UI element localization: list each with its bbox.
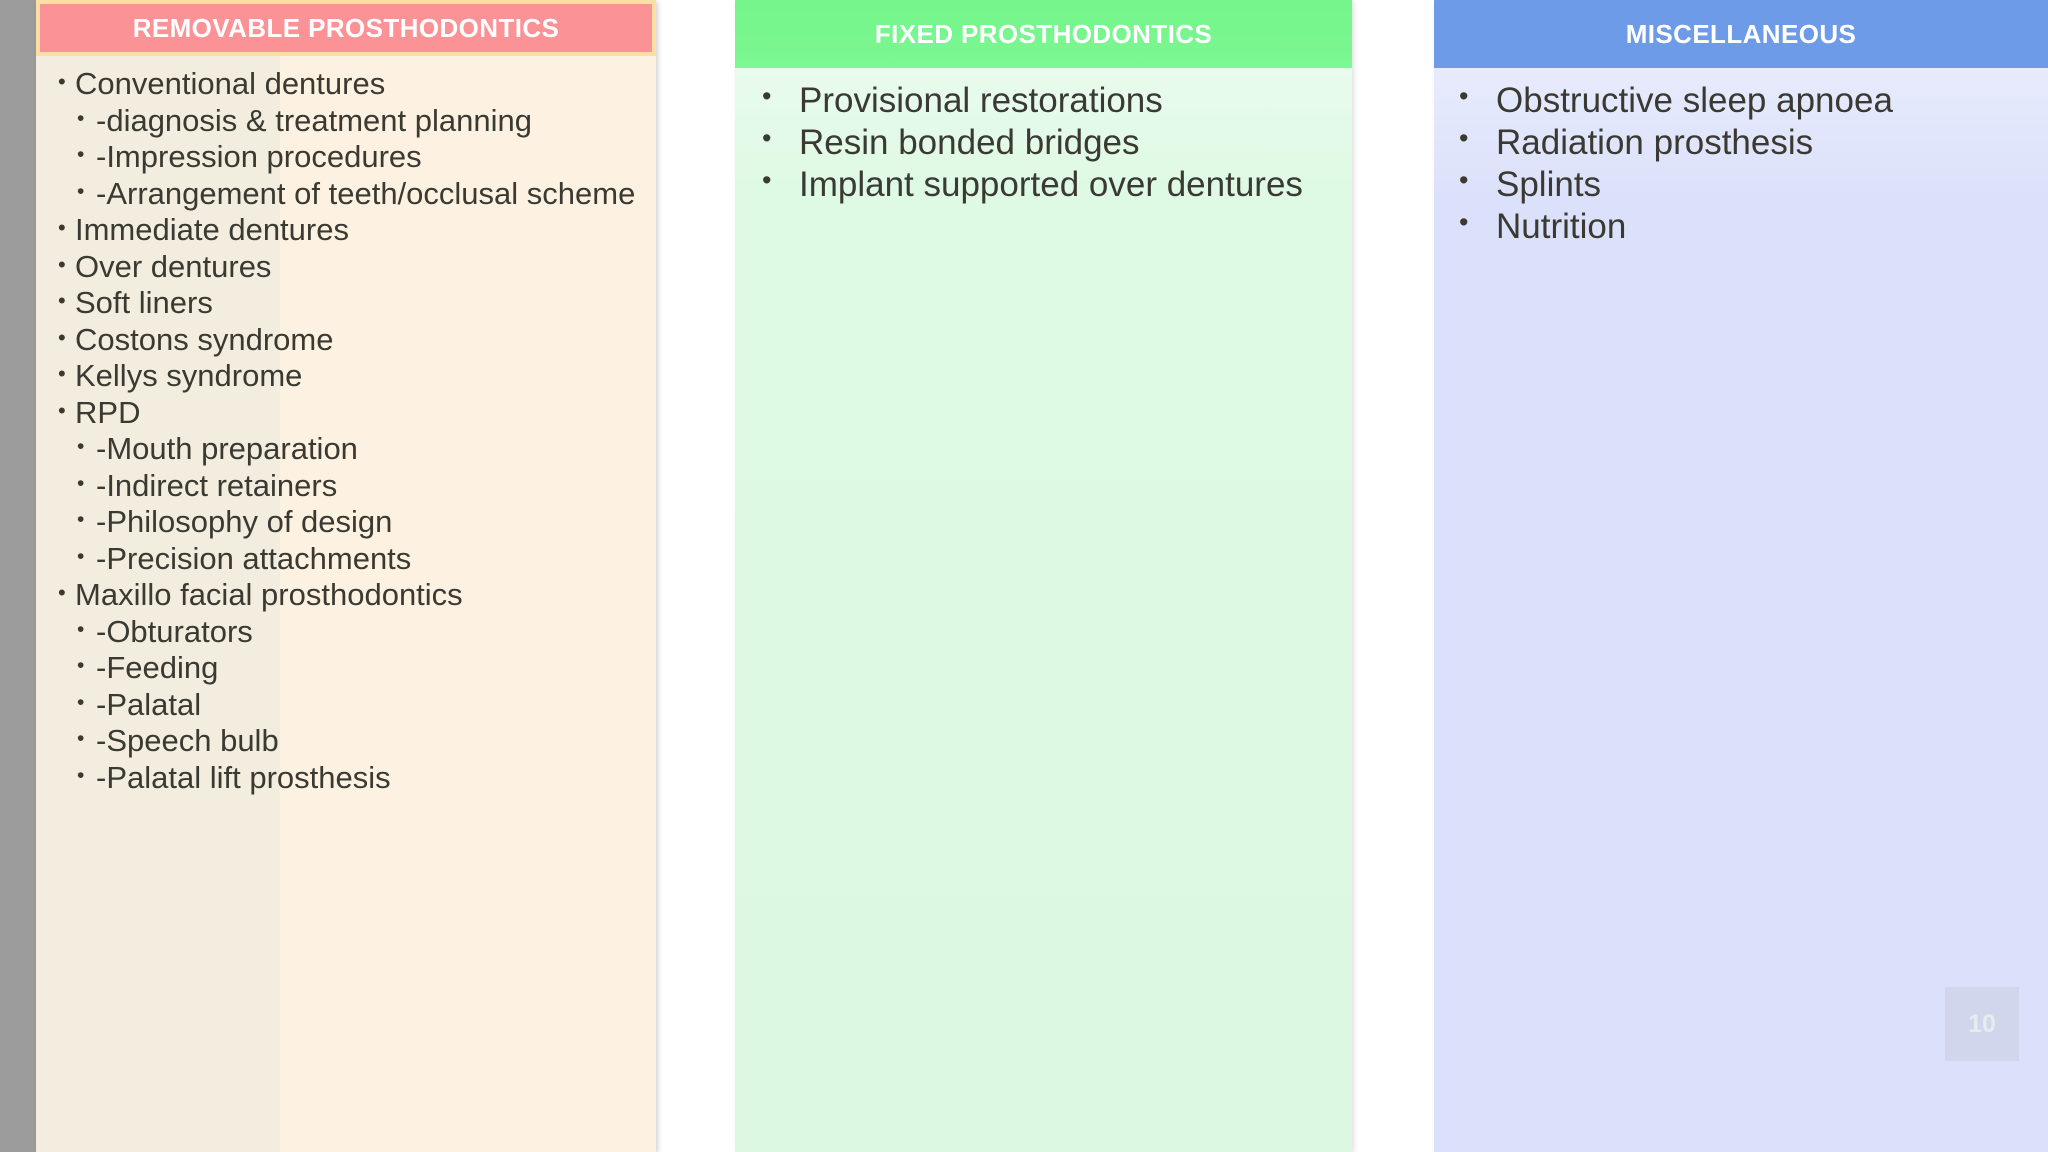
bullet-icon: • — [77, 471, 85, 495]
column-removable-prosthodontics: REMOVABLE PROSTHODONTICS • Conventional … — [36, 0, 656, 1152]
column-miscellaneous-body: • Obstructive sleep apnoea • Radiation p… — [1434, 68, 2048, 1152]
bullet-icon: • — [77, 106, 85, 130]
list-item: • Obstructive sleep apnoea — [1444, 80, 2038, 122]
list-item-label: -Mouth preparation — [96, 431, 358, 466]
list-item: • Conventional dentures — [46, 66, 646, 103]
list-item: • Resin bonded bridges — [745, 122, 1342, 164]
bullet-icon: • — [77, 179, 85, 203]
bullet-icon: • — [77, 435, 85, 458]
bullet-icon: • — [1459, 123, 1469, 153]
list-item-label: Splints — [1496, 165, 1602, 204]
list-item-label: Conventional dentures — [75, 66, 386, 101]
list-item-label: -Impression procedures — [96, 139, 422, 174]
bullet-icon: • — [77, 544, 85, 568]
column-fixed-prosthodontics: FIXED PROSTHODONTICS • Provisional resto… — [735, 0, 1352, 1152]
list-item-label: -Precision attachments — [96, 540, 412, 576]
bullet-icon: • — [762, 165, 772, 195]
list-item-label: Kellys syndrome — [75, 358, 303, 393]
bullet-icon: • — [58, 361, 66, 386]
bullet-icon: • — [58, 397, 66, 423]
page-number: 10 — [1945, 987, 2019, 1061]
list-item-label: Obstructive sleep apnoea — [1496, 81, 1893, 120]
list-item-label: -Palatal lift prosthesis — [96, 759, 391, 795]
list-item: • -Feeding — [46, 650, 646, 687]
list-item: • -Palatal — [46, 687, 646, 724]
list-item: • -Mouth preparation — [46, 431, 646, 468]
list-item: • Maxillo facial prosthodontics — [46, 577, 646, 614]
list-item-label: -Speech bulb — [96, 723, 279, 758]
bullet-icon: • — [58, 251, 66, 277]
list-item: • -Palatal lift prosthesis — [46, 760, 646, 797]
list-item-label: Nutrition — [1496, 207, 1627, 246]
list-item: • -Arrangement of teeth/occlusal scheme — [46, 176, 646, 213]
list-item: • Soft liners — [46, 285, 646, 322]
list-item-label: Costons syndrome — [75, 321, 334, 357]
fixed-list: • Provisional restorations • Resin bonde… — [745, 80, 1342, 206]
list-item: • Costons syndrome — [46, 322, 646, 359]
list-item: • Kellys syndrome — [46, 358, 646, 395]
list-item-label: -Feeding — [96, 650, 219, 685]
bullet-icon: • — [77, 143, 85, 166]
list-item: • -Precision attachments — [46, 541, 646, 578]
bullet-icon: • — [77, 690, 85, 714]
list-item-label: Resin bonded bridges — [799, 123, 1140, 162]
list-item-label: -Indirect retainers — [96, 467, 338, 503]
bullet-icon: • — [58, 324, 66, 350]
bullet-icon: • — [58, 215, 66, 240]
list-item: • -Speech bulb — [46, 723, 646, 760]
list-item: • Splints — [1444, 164, 2038, 206]
column-fixed-body: • Provisional restorations • Resin bonde… — [735, 68, 1352, 1152]
list-item-label: Immediate dentures — [75, 212, 349, 247]
bullet-icon: • — [77, 508, 85, 531]
column-removable-body: • Conventional dentures • -diagnosis & t… — [36, 56, 656, 1152]
bullet-icon: • — [77, 727, 85, 750]
list-item-label: -diagnosis & treatment planning — [96, 102, 532, 138]
list-item-label: Soft liners — [75, 285, 213, 320]
list-item: • -Philosophy of design — [46, 504, 646, 541]
bullet-icon: • — [1459, 207, 1469, 237]
miscellaneous-list: • Obstructive sleep apnoea • Radiation p… — [1444, 80, 2038, 248]
list-item-label: Over dentures — [75, 248, 272, 284]
removable-list: • Conventional dentures • -diagnosis & t… — [46, 66, 646, 796]
list-item: • Over dentures — [46, 249, 646, 286]
list-item: • RPD — [46, 395, 646, 432]
list-item: • -Indirect retainers — [46, 468, 646, 505]
left-gutter-strip — [0, 0, 36, 1152]
bullet-icon: • — [58, 69, 66, 94]
list-item-label: -Palatal — [96, 686, 202, 722]
list-item-label: RPD — [75, 394, 141, 430]
list-item-label: Provisional restorations — [799, 81, 1163, 120]
column-miscellaneous-header: MISCELLANEOUS — [1434, 0, 2048, 68]
bullet-icon: • — [58, 288, 66, 313]
bullet-icon: • — [77, 617, 85, 641]
bullet-icon: • — [762, 123, 772, 153]
bullet-icon: • — [77, 763, 85, 787]
column-miscellaneous-title: MISCELLANEOUS — [1625, 18, 1857, 49]
bullet-icon: • — [77, 654, 85, 677]
list-item: • Radiation prosthesis — [1444, 122, 2038, 164]
list-item-label: -Philosophy of design — [96, 504, 393, 539]
list-item: • -diagnosis & treatment planning — [46, 103, 646, 140]
column-fixed-header: FIXED PROSTHODONTICS — [735, 0, 1352, 68]
column-removable-title: REMOVABLE PROSTHODONTICS — [132, 12, 560, 43]
column-fixed-title: FIXED PROSTHODONTICS — [874, 18, 1213, 49]
list-item: • Implant supported over dentures — [745, 164, 1342, 206]
bullet-icon: • — [1459, 165, 1469, 195]
column-miscellaneous: MISCELLANEOUS • Obstructive sleep apnoea… — [1434, 0, 2048, 1152]
list-item-label: Implant supported over dentures — [799, 165, 1303, 204]
list-item: • Provisional restorations — [745, 80, 1342, 122]
list-item-label: -Obturators — [96, 613, 253, 649]
bullet-icon: • — [762, 81, 772, 111]
list-item: • -Obturators — [46, 614, 646, 651]
list-item: • -Impression procedures — [46, 139, 646, 176]
bullet-icon: • — [58, 580, 66, 605]
column-removable-header: REMOVABLE PROSTHODONTICS — [36, 0, 656, 56]
list-item-label: -Arrangement of teeth/occlusal scheme — [96, 175, 636, 211]
list-item: • Immediate dentures — [46, 212, 646, 249]
list-item-label: Maxillo facial prosthodontics — [75, 577, 463, 612]
list-item-label: Radiation prosthesis — [1496, 123, 1814, 162]
list-item: • Nutrition — [1444, 206, 2038, 248]
bullet-icon: • — [1459, 81, 1469, 111]
